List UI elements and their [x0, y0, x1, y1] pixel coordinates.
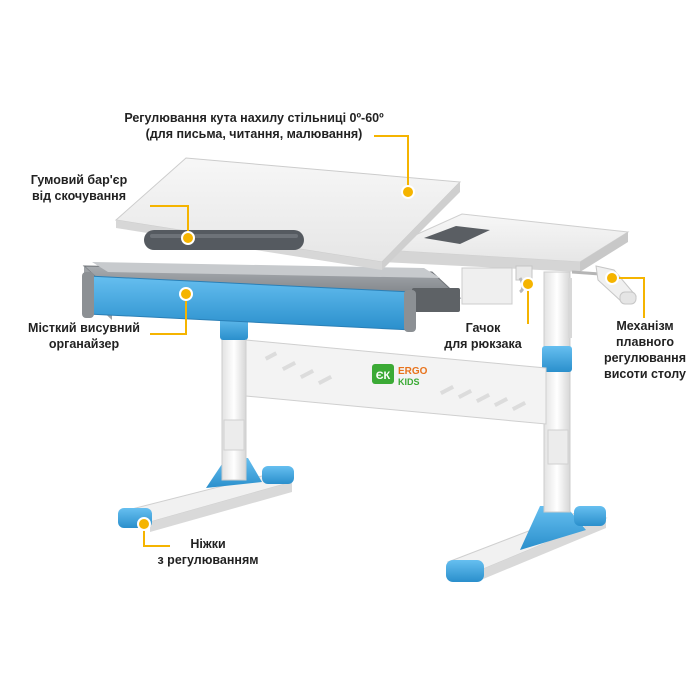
organizer-callout-line [150, 292, 187, 335]
callout-lines [143, 135, 645, 547]
right-foot [446, 506, 608, 582]
hook-callout-line1: Гачок [465, 321, 501, 335]
tilt-callout: Регулювання кута нахилу стільниці 0º-60º… [108, 110, 400, 142]
mechanism-callout-line [612, 277, 645, 318]
crossbar [245, 339, 547, 425]
organizer-callout-line1: Місткий висувний [28, 321, 140, 335]
logo-mark: ЄК [376, 370, 391, 382]
hook-dot-icon [521, 277, 535, 291]
organizer-drawer [82, 262, 462, 332]
legs-callout-line [143, 526, 170, 547]
logo-word-kids: KIDS [398, 377, 420, 387]
rubber-barrier [144, 230, 304, 250]
mechanism-callout-line1: Механізм [616, 319, 674, 333]
callout-dots [137, 185, 619, 531]
hook-callout-line2: для рюкзака [444, 337, 522, 351]
tilt-callout-line [374, 135, 409, 192]
organizer-callout: Місткий висувний органайзер [18, 320, 150, 352]
mechanism-callout-line2: плавного [616, 335, 674, 349]
tilt-callout-line2: (для письма, читання, малювання) [145, 127, 363, 141]
rubber-callout-line [150, 205, 189, 236]
brand-logo: ЄК ERGO KIDS [372, 364, 428, 387]
mechanism-callout-line4: висоти столу [604, 367, 686, 381]
legs-callout-line2: з регулюванням [157, 553, 259, 567]
height-crank-handle [571, 265, 637, 305]
legs-dot-icon [137, 517, 151, 531]
mechanism-callout-line3: регулювання [603, 351, 687, 365]
mechanism-dot-icon [605, 271, 619, 285]
left-pole [220, 309, 248, 481]
hook-callout: Гачок для рюкзака [438, 320, 528, 352]
legs-callout-line1: Ніжки [190, 537, 226, 551]
tilt-dot-icon [401, 185, 415, 199]
organizer-dot-icon [179, 287, 193, 301]
logo-word-ergo: ERGO [398, 366, 428, 377]
tilt-callout-line1: Регулювання кута нахилу стільниці 0º-60º [124, 111, 384, 125]
rubber-callout-line2: від скочування [31, 189, 126, 203]
legs-callout: Ніжки з регулюванням [146, 536, 270, 568]
rubber-callout: Гумовий бар'єр від скочування [10, 172, 148, 204]
right-pole [542, 271, 572, 513]
mechanism-callout: Механізм плавного регулювання висоти сто… [594, 318, 696, 382]
organizer-callout-line2: органайзер [48, 337, 120, 351]
rubber-callout-line1: Гумовий бар'єр [30, 173, 128, 187]
rubber-dot-icon [181, 231, 195, 245]
